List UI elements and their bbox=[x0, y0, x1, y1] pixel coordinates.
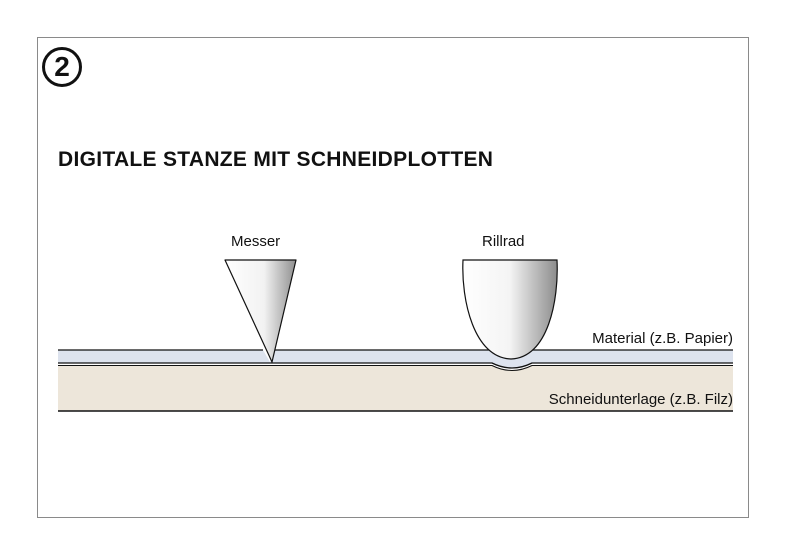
material-bottom-line bbox=[58, 362, 733, 369]
material-label: Material (z.B. Papier) bbox=[592, 330, 733, 347]
knife-blade bbox=[224, 259, 297, 363]
diagram-frame bbox=[37, 37, 749, 518]
creasing-wheel bbox=[462, 259, 558, 360]
cutting-underlay-label: Schneidunterlage (z.B. Filz) bbox=[548, 391, 733, 408]
step-number: 2 bbox=[54, 51, 70, 82]
material-layer bbox=[58, 350, 733, 368]
diagram-title: DIGITALE STANZE MIT SCHNEIDPLOTTEN bbox=[58, 148, 494, 171]
underlay-top-line bbox=[58, 365, 733, 371]
cutting-underlay bbox=[58, 365, 733, 411]
knife-label: Messer bbox=[231, 233, 281, 250]
creasing-wheel-label: Rillrad bbox=[482, 233, 525, 250]
step-number-badge: 2 bbox=[42, 47, 82, 87]
